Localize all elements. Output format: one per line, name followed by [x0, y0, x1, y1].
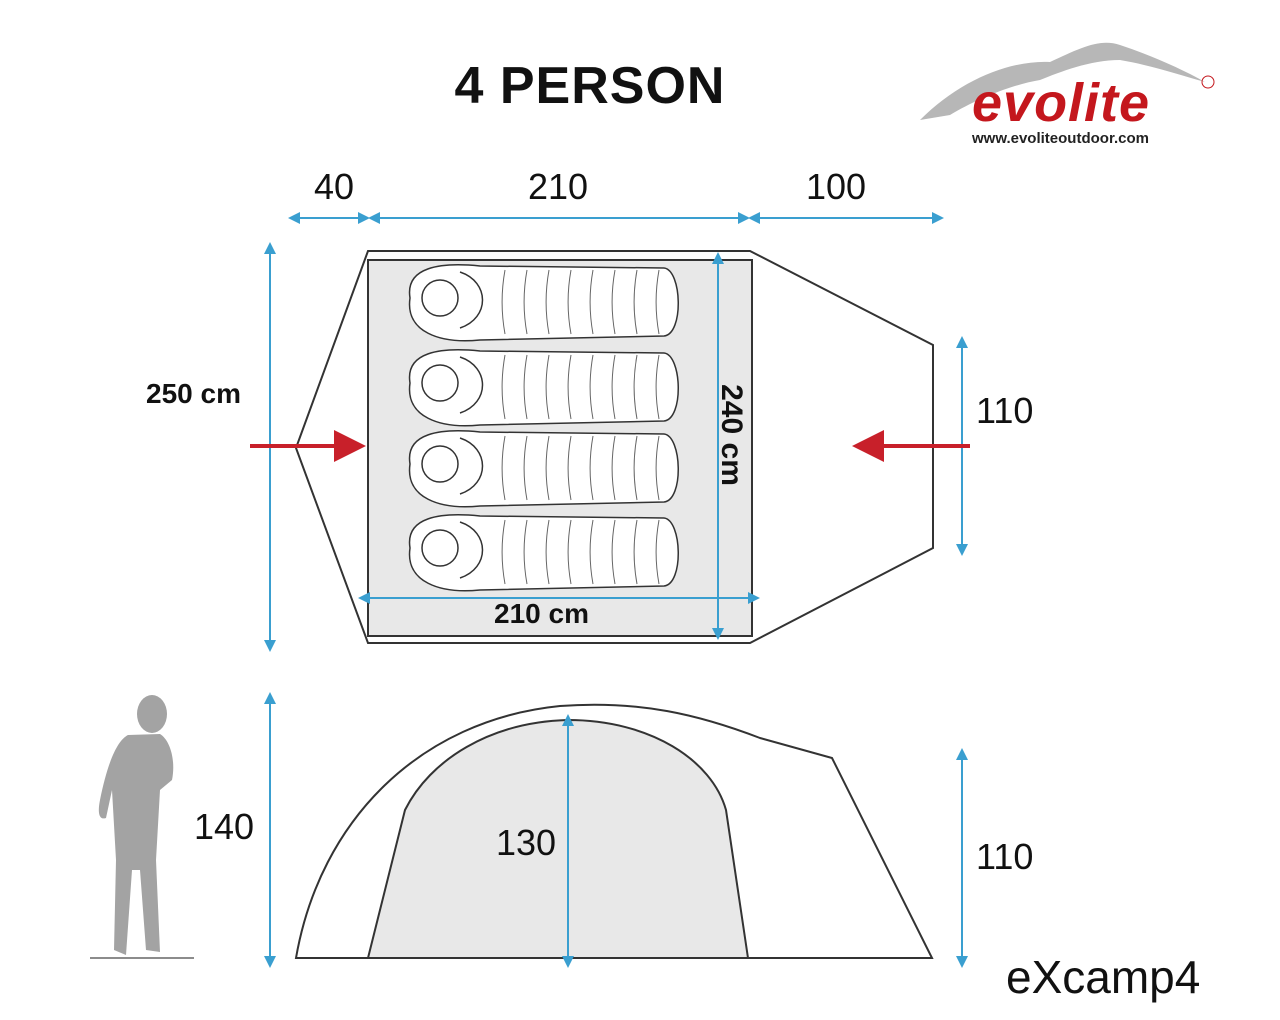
label-top-100: 100 — [806, 166, 867, 207]
label-top-40: 40 — [314, 166, 355, 207]
sleeping-bag — [408, 264, 679, 342]
brand-logo: evolite — [972, 73, 1151, 133]
sleeping-bag — [408, 349, 679, 427]
label-vestibule-width: 110 — [976, 390, 1034, 431]
label-top-210: 210 — [528, 166, 589, 207]
registered-mark-icon — [1201, 75, 1215, 89]
model-name: eXcamp4 — [1006, 951, 1201, 1003]
label-inner-height: 130 — [496, 822, 557, 863]
label-inner-length: 210 cm — [494, 598, 589, 629]
label-inner-width: 240 cm — [714, 384, 748, 486]
sleeping-bag — [408, 514, 679, 592]
brand-url: www.evoliteoutdoor.com — [972, 130, 1149, 147]
page-title: 4 PERSON — [454, 57, 726, 115]
label-outer-height: 140 — [194, 806, 255, 847]
sleeping-bags — [408, 264, 679, 592]
logo-mountain-icon — [920, 42, 1205, 120]
person-silhouette-icon — [98, 695, 174, 955]
sleeping-bag — [408, 430, 679, 508]
label-vestibule-height: 110 — [976, 836, 1034, 877]
label-total-width: 250 cm — [146, 378, 241, 409]
